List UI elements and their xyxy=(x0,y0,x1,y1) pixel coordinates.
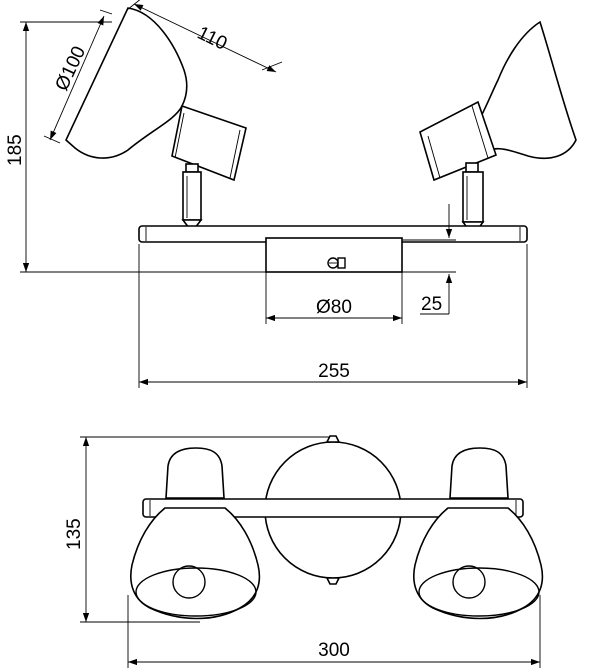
dim-total-height: 185 xyxy=(5,21,266,273)
dim-shade-diameter-label: Ø100 xyxy=(51,43,90,94)
top-view: 135 300 xyxy=(64,435,544,668)
screw-clip xyxy=(337,257,346,269)
dim-base-diameter: Ø80 xyxy=(265,272,403,324)
dim-base-depth: 25 xyxy=(402,204,456,315)
right-spotlight xyxy=(419,20,577,238)
left-swivel-joint xyxy=(185,163,199,173)
left-lamp-socket xyxy=(171,104,247,182)
side-view: 110 Ø100 185 Ø80 xyxy=(5,0,577,388)
right-swivel-joint xyxy=(465,162,479,173)
dim-base-depth-label: 25 xyxy=(421,294,442,315)
top-screw-lower xyxy=(325,577,341,585)
top-right-shade xyxy=(413,507,544,620)
dim-total-width-label: 300 xyxy=(318,640,350,661)
right-shade xyxy=(477,20,577,160)
top-screw-upper xyxy=(325,435,341,443)
dim-depth: 135 xyxy=(64,436,330,623)
top-right-shade-rim xyxy=(418,567,540,617)
top-left-shade xyxy=(130,507,261,620)
top-left-bulb xyxy=(172,565,206,599)
top-right-spotlight xyxy=(413,447,544,620)
left-shade xyxy=(65,7,188,159)
dim-shade-length-label: 110 xyxy=(194,23,230,55)
left-arm xyxy=(182,171,202,221)
dim-total-height-label: 185 xyxy=(5,134,26,166)
dim-depth-label: 135 xyxy=(64,518,85,550)
left-socket-edge-2 xyxy=(229,129,241,179)
top-right-socket xyxy=(449,447,509,499)
dim-bar-length-label: 255 xyxy=(318,361,350,382)
left-socket-edge xyxy=(174,112,185,159)
base-plate xyxy=(265,237,403,273)
right-arm xyxy=(462,171,484,223)
dim-total-width: 300 xyxy=(127,595,541,668)
dim-bar-length: 255 xyxy=(138,244,528,388)
top-right-bulb xyxy=(452,565,486,599)
dim-base-diameter-label: Ø80 xyxy=(316,297,352,318)
top-left-spotlight xyxy=(130,447,261,620)
top-left-socket xyxy=(165,447,225,499)
top-mounting-bar xyxy=(142,498,524,518)
